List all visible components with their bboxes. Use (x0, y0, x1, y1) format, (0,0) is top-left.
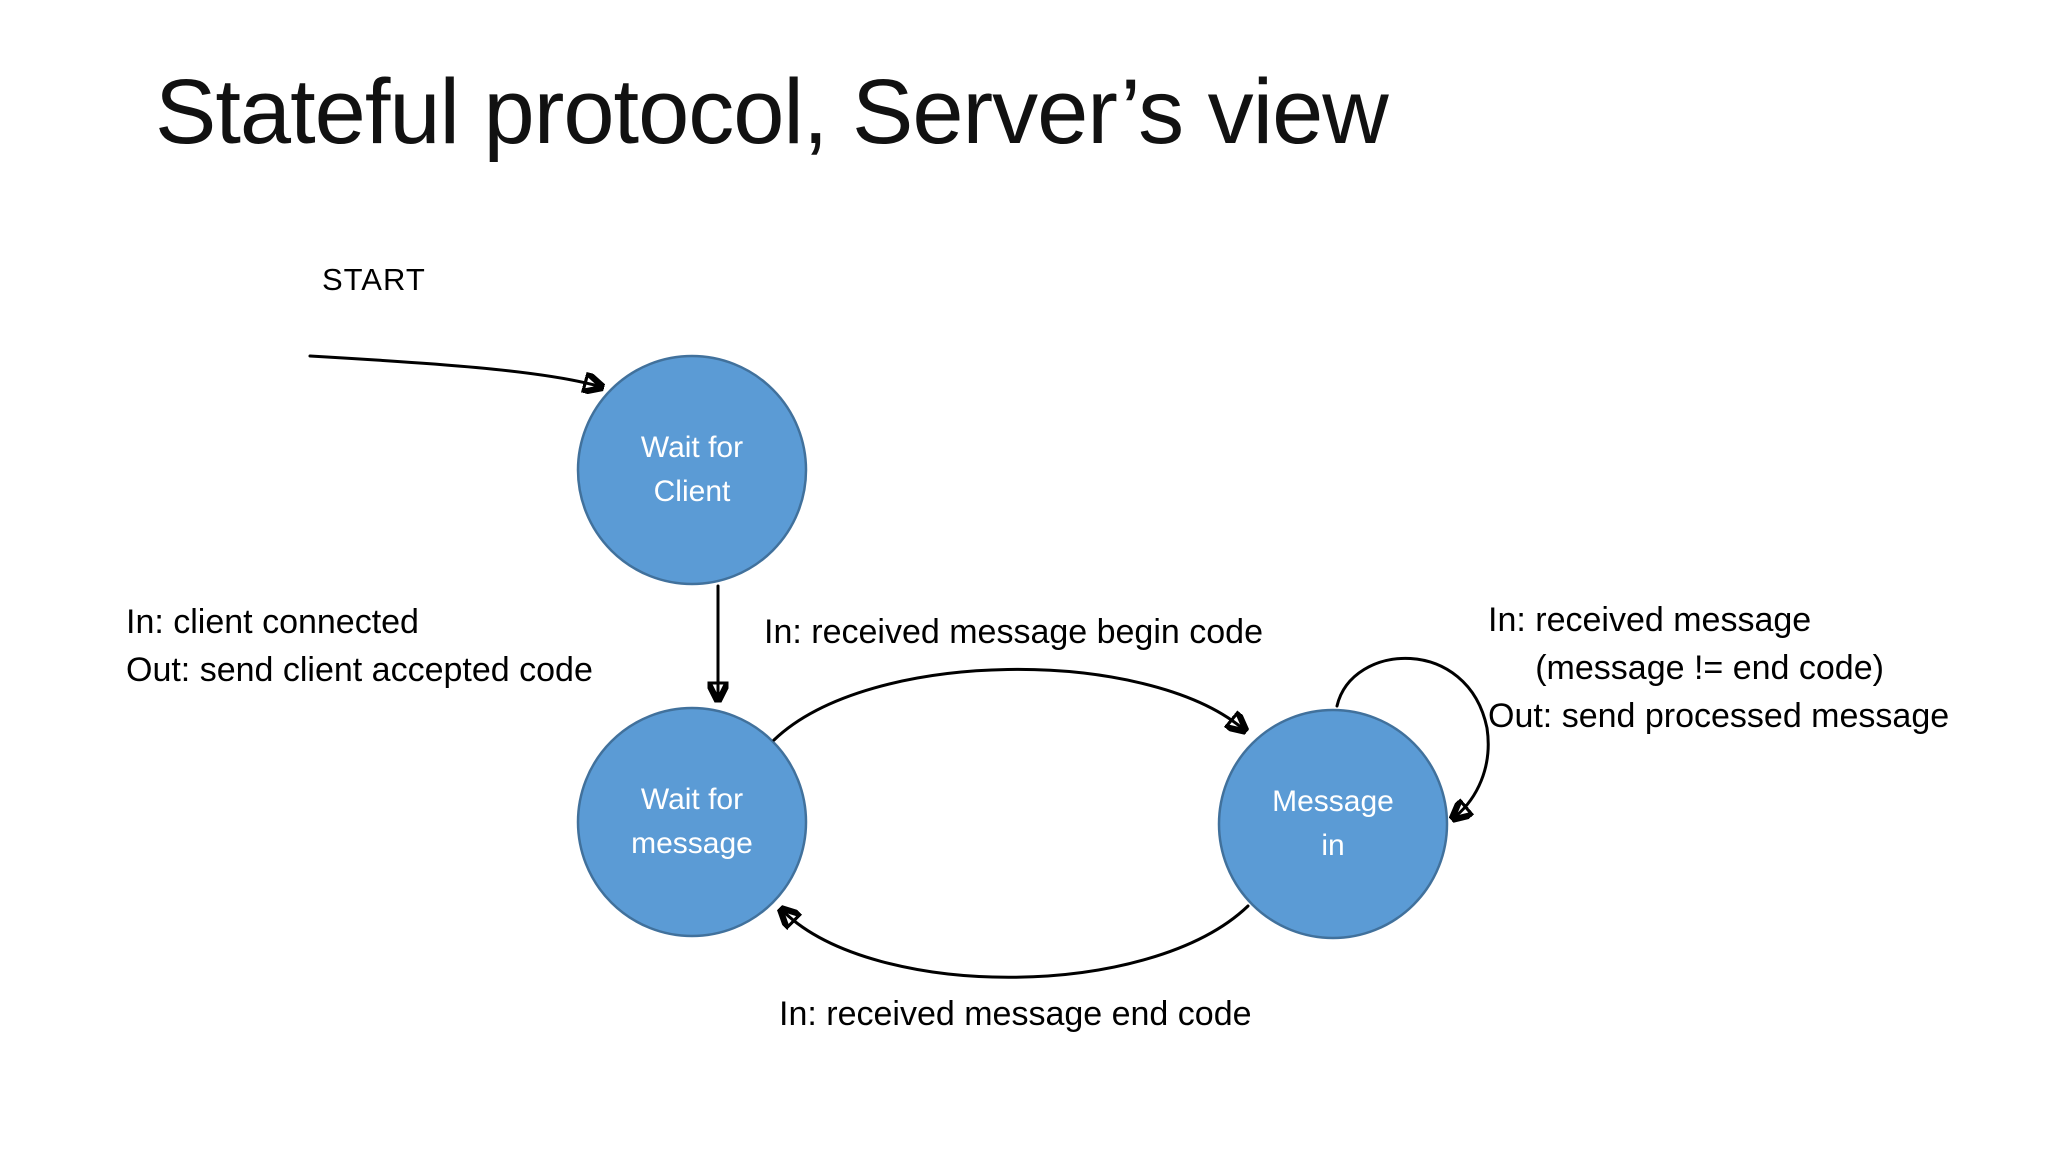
slide-title: Stateful protocol, Server’s view (155, 61, 1389, 163)
arrow-message-in-to-wait-for-message (784, 906, 1250, 979)
arrow-start-to-wait-for-client (308, 354, 598, 386)
transition-label-end-code: In: received message end code (779, 995, 1252, 1033)
state-circle-wait-for-message (576, 706, 808, 938)
transition-label-client-connected: In: client connected Out: send client ac… (126, 603, 593, 689)
state-label-wait-for-message: Wait for message (631, 783, 753, 860)
state-circle-wait-for-client (576, 354, 808, 586)
transition-label-begin-code: In: received message begin code (764, 613, 1263, 651)
arrow-wait-for-message-to-message-in (772, 668, 1242, 742)
arrow-message-in-self-loop (1335, 656, 1490, 816)
state-label-message-in: Message in (1272, 785, 1394, 862)
transition-label-self-loop: In: received message (message != end cod… (1488, 601, 1950, 735)
state-label-wait-for-client: Wait for Client (640, 431, 744, 508)
start-label: START (322, 262, 426, 297)
